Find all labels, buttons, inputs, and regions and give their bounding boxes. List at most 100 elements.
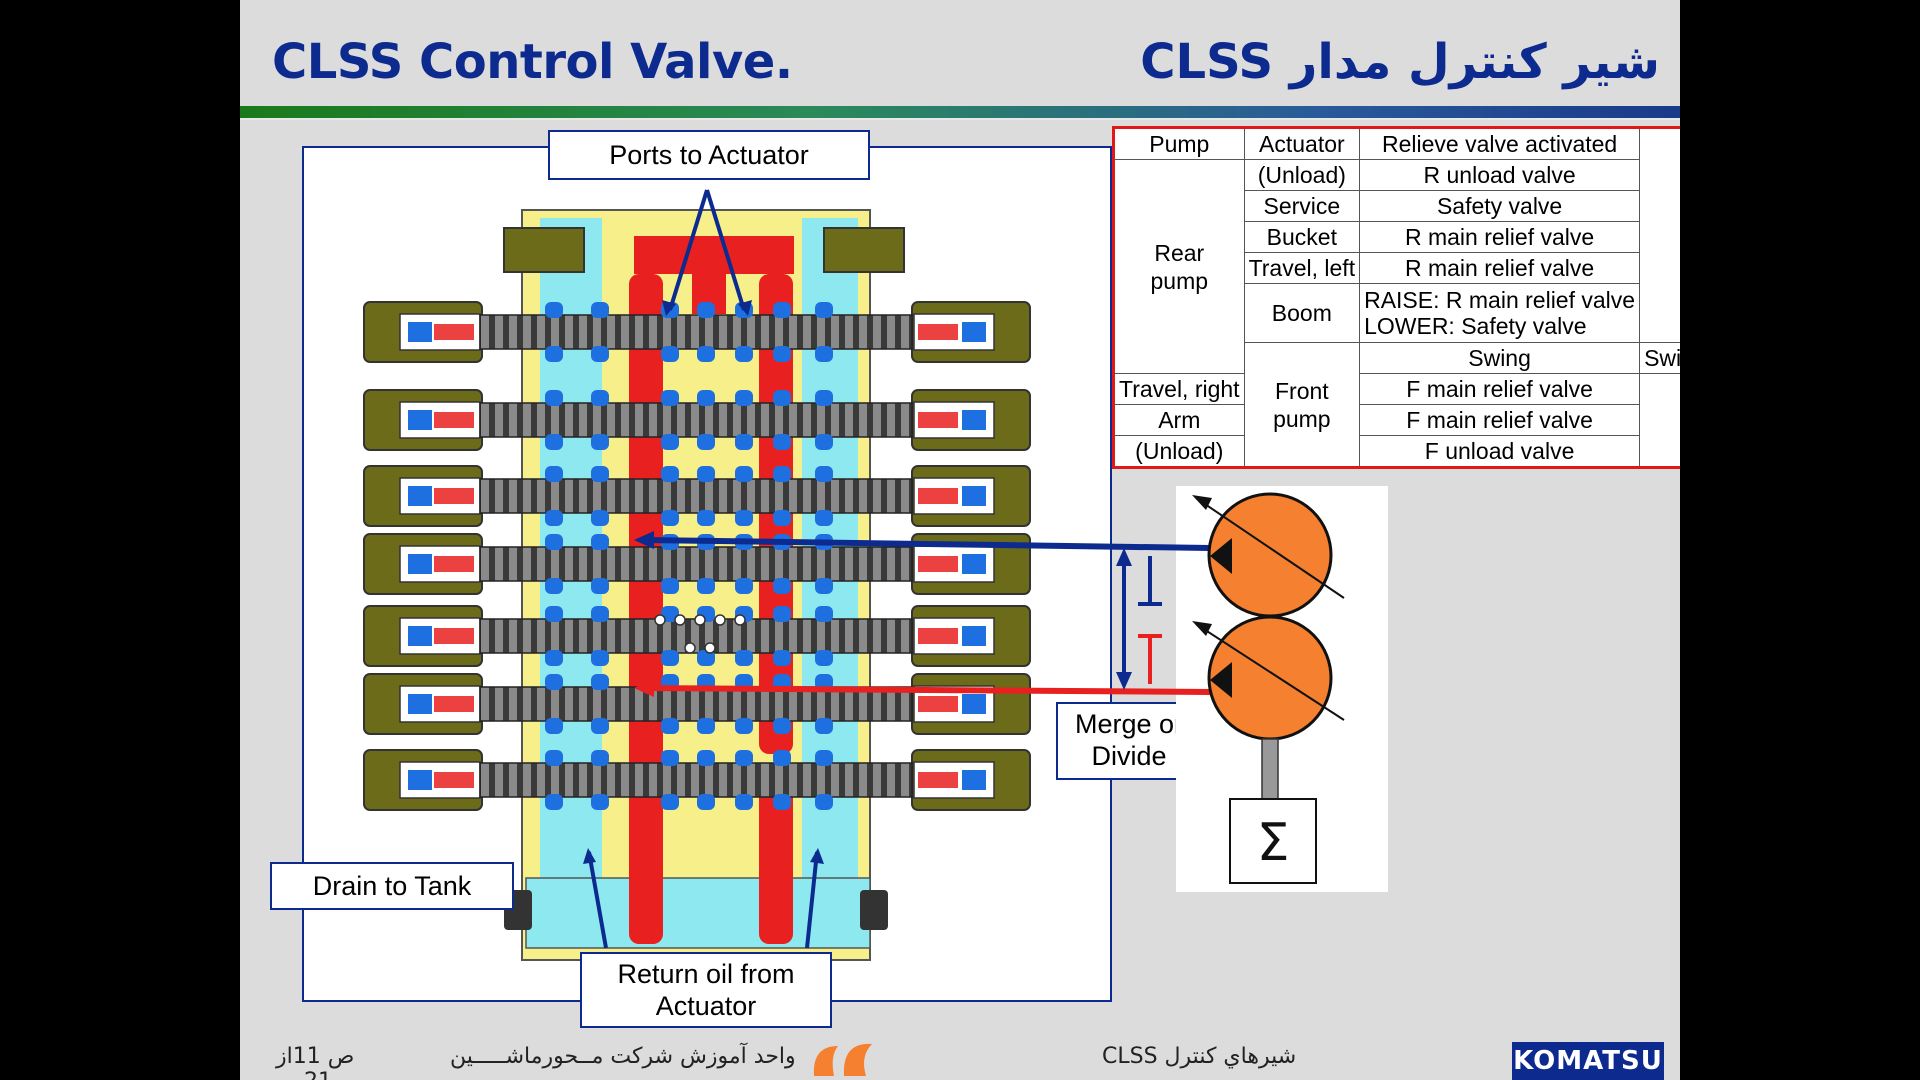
actuator-cell: Arm <box>1113 404 1245 436</box>
table-row: Arm F main relief valve <box>1113 404 1681 436</box>
spool-land-top <box>591 534 609 550</box>
spring-seat-right <box>962 322 986 342</box>
spring-seat-left <box>408 694 432 714</box>
drain-to-tank-callout: Drain to Tank <box>270 862 514 910</box>
spool-land-bottom <box>697 346 715 362</box>
spring-left <box>434 696 474 712</box>
spool-land-bottom <box>545 794 563 810</box>
spring-right <box>918 488 958 504</box>
arrow-return-right <box>805 851 819 949</box>
spool-land-top <box>735 390 753 406</box>
front-pump-cell: Front pump <box>1243 342 1361 468</box>
ports-to-actuator-label: Ports to Actuator <box>609 140 809 170</box>
spool-land-bottom <box>545 578 563 594</box>
spool-land-top <box>591 302 609 318</box>
spool-land-bottom <box>815 510 833 526</box>
spool-land-bottom <box>591 718 609 734</box>
spool-land-top <box>815 302 833 318</box>
spool-land-bottom <box>661 434 679 450</box>
valve-cell: R main relief valve <box>1359 221 1641 253</box>
header-relief-valve: Relieve valve activated <box>1359 127 1641 160</box>
body-orifice <box>704 642 716 654</box>
spring-right <box>918 772 958 788</box>
actuator-cell: Service <box>1243 190 1361 222</box>
spool-land-bottom <box>815 346 833 362</box>
actuator-cell: Travel, left <box>1243 252 1361 284</box>
spool-land-bottom <box>773 434 791 450</box>
spool <box>479 546 913 582</box>
return-oil-label-line2: Actuator <box>655 991 757 1021</box>
spool-land-bottom <box>735 718 753 734</box>
spool <box>479 618 913 654</box>
spring-seat-left <box>408 322 432 342</box>
slide: CLSS Control Valve. شیر کنترل مدار CLSS <box>240 0 1680 1080</box>
spool-land-bottom <box>697 650 715 666</box>
spool-land-bottom <box>773 794 791 810</box>
valve-cell: F main relief valve <box>1359 373 1641 405</box>
spool-land-bottom <box>773 510 791 526</box>
boom-valve-line2: LOWER: Safety valve <box>1364 313 1587 339</box>
arrowhead-port-right <box>738 300 752 316</box>
valve-cell: R unload valve <box>1359 159 1641 191</box>
spool-land-bottom <box>735 794 753 810</box>
page-number: ص 11از 21 <box>276 1044 354 1080</box>
spool-land-top <box>735 466 753 482</box>
spool-land-bottom <box>591 510 609 526</box>
arrowhead-return-right <box>810 848 824 864</box>
body-orifice <box>714 614 726 626</box>
spool <box>479 314 913 350</box>
spool-land-bottom <box>661 346 679 362</box>
spool-rows <box>363 301 1031 930</box>
return-oil-callout: Return oil from Actuator <box>580 952 832 1028</box>
spring-seat-left <box>408 554 432 574</box>
spool-land-top <box>815 750 833 766</box>
arrowhead-port-left <box>662 300 676 316</box>
spool-land-bottom <box>735 510 753 526</box>
spool-land-bottom <box>545 510 563 526</box>
spool-land-top <box>815 466 833 482</box>
rear-pump-label-line1: Rear <box>1154 239 1205 266</box>
table-row: Boom RAISE: R main relief valve LOWER: S… <box>1114 283 1681 343</box>
clss-valve-diagram <box>363 189 1031 961</box>
table-row: (Unload) F unload valve <box>1113 435 1681 468</box>
spool-land-bottom <box>591 578 609 594</box>
spool-land-top <box>545 534 563 550</box>
spring-seat-right <box>962 770 986 790</box>
spool-land-bottom <box>545 718 563 734</box>
spool-land-top <box>591 606 609 622</box>
spool-land-top <box>735 750 753 766</box>
spool-land-bottom <box>735 346 753 362</box>
spool-land-top <box>697 466 715 482</box>
spool-land-bottom <box>591 346 609 362</box>
page-number-line2: 21 <box>304 1069 354 1080</box>
rear-pump-arrowhead <box>634 531 654 549</box>
valve-cell: Safety valve <box>1359 190 1641 222</box>
spring-left <box>434 324 474 340</box>
komatsu-logo: KOMATSU <box>1512 1042 1664 1080</box>
spool-land-top <box>661 466 679 482</box>
spool-land-top <box>773 390 791 406</box>
valve-cell: RAISE: R main relief valve LOWER: Safety… <box>1359 283 1641 343</box>
boom-valve-line1: RAISE: R main relief valve <box>1364 287 1636 313</box>
spool-land-top <box>815 606 833 622</box>
spool-land-bottom <box>661 578 679 594</box>
spool-land-bottom <box>591 794 609 810</box>
spool-land-top <box>545 390 563 406</box>
engine-sigma-icon: Σ <box>1257 813 1290 873</box>
spring-right <box>918 412 958 428</box>
spool-land-bottom <box>735 650 753 666</box>
rear-pump-variable-arrow <box>1195 497 1345 599</box>
valve-cell: F main relief valve <box>1359 404 1641 436</box>
spool <box>479 478 913 514</box>
spool-land-top <box>545 466 563 482</box>
spool-land-bottom <box>697 578 715 594</box>
merge-divide-label-line2: Divide <box>1091 741 1167 771</box>
valve-diagram-frame <box>302 146 1112 1002</box>
body-orifice <box>734 614 746 626</box>
rear-pump-line <box>643 537 1211 551</box>
spring-right <box>918 628 958 644</box>
header-actuator: Actuator <box>1243 127 1361 160</box>
front-pump-variable-arrowhead <box>1192 621 1212 636</box>
pump-schematic: Σ <box>634 492 1345 884</box>
spool-land-bottom <box>773 650 791 666</box>
